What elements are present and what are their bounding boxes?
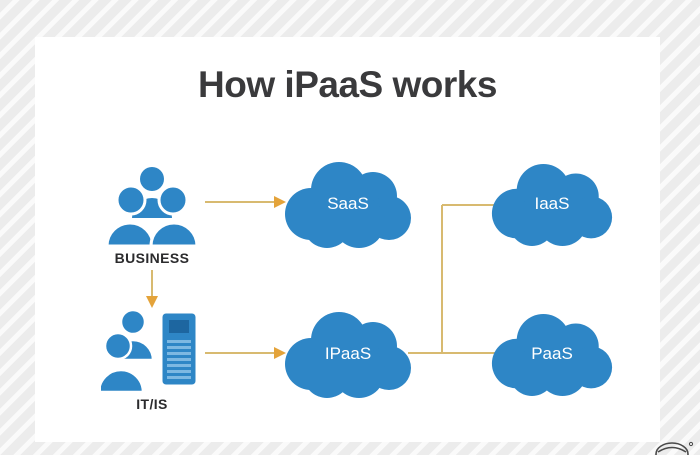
arrowhead-to-ipaas bbox=[274, 347, 286, 359]
itis-label: IT/IS bbox=[136, 396, 168, 412]
cloud-icon bbox=[285, 312, 411, 398]
cloud-icon bbox=[491, 163, 613, 246]
cloud-icon bbox=[285, 162, 411, 248]
business-label: BUSINESS bbox=[114, 250, 190, 266]
page-title: How iPaaS works bbox=[198, 64, 497, 105]
arrowhead-to-saas bbox=[274, 196, 286, 208]
cloud-ipaas: IPaaS bbox=[283, 308, 413, 400]
people-group-icon bbox=[105, 167, 199, 248]
cloud-icon bbox=[491, 313, 613, 396]
paas-label: PaaS bbox=[531, 344, 573, 363]
branch-ipaas-to-iaas-paas bbox=[408, 204, 495, 354]
arrowhead-to-itis bbox=[146, 296, 158, 308]
saas-label: SaaS bbox=[327, 194, 369, 213]
cloud-saas: SaaS bbox=[283, 158, 413, 250]
people-server-icon bbox=[101, 308, 199, 394]
ipaas-label: IPaaS bbox=[324, 344, 372, 363]
publisher-logo-icon bbox=[655, 441, 694, 455]
iaas-label: IaaS bbox=[534, 194, 570, 213]
cloud-paas: PaaS bbox=[490, 308, 614, 400]
cloud-iaas: IaaS bbox=[490, 158, 614, 250]
